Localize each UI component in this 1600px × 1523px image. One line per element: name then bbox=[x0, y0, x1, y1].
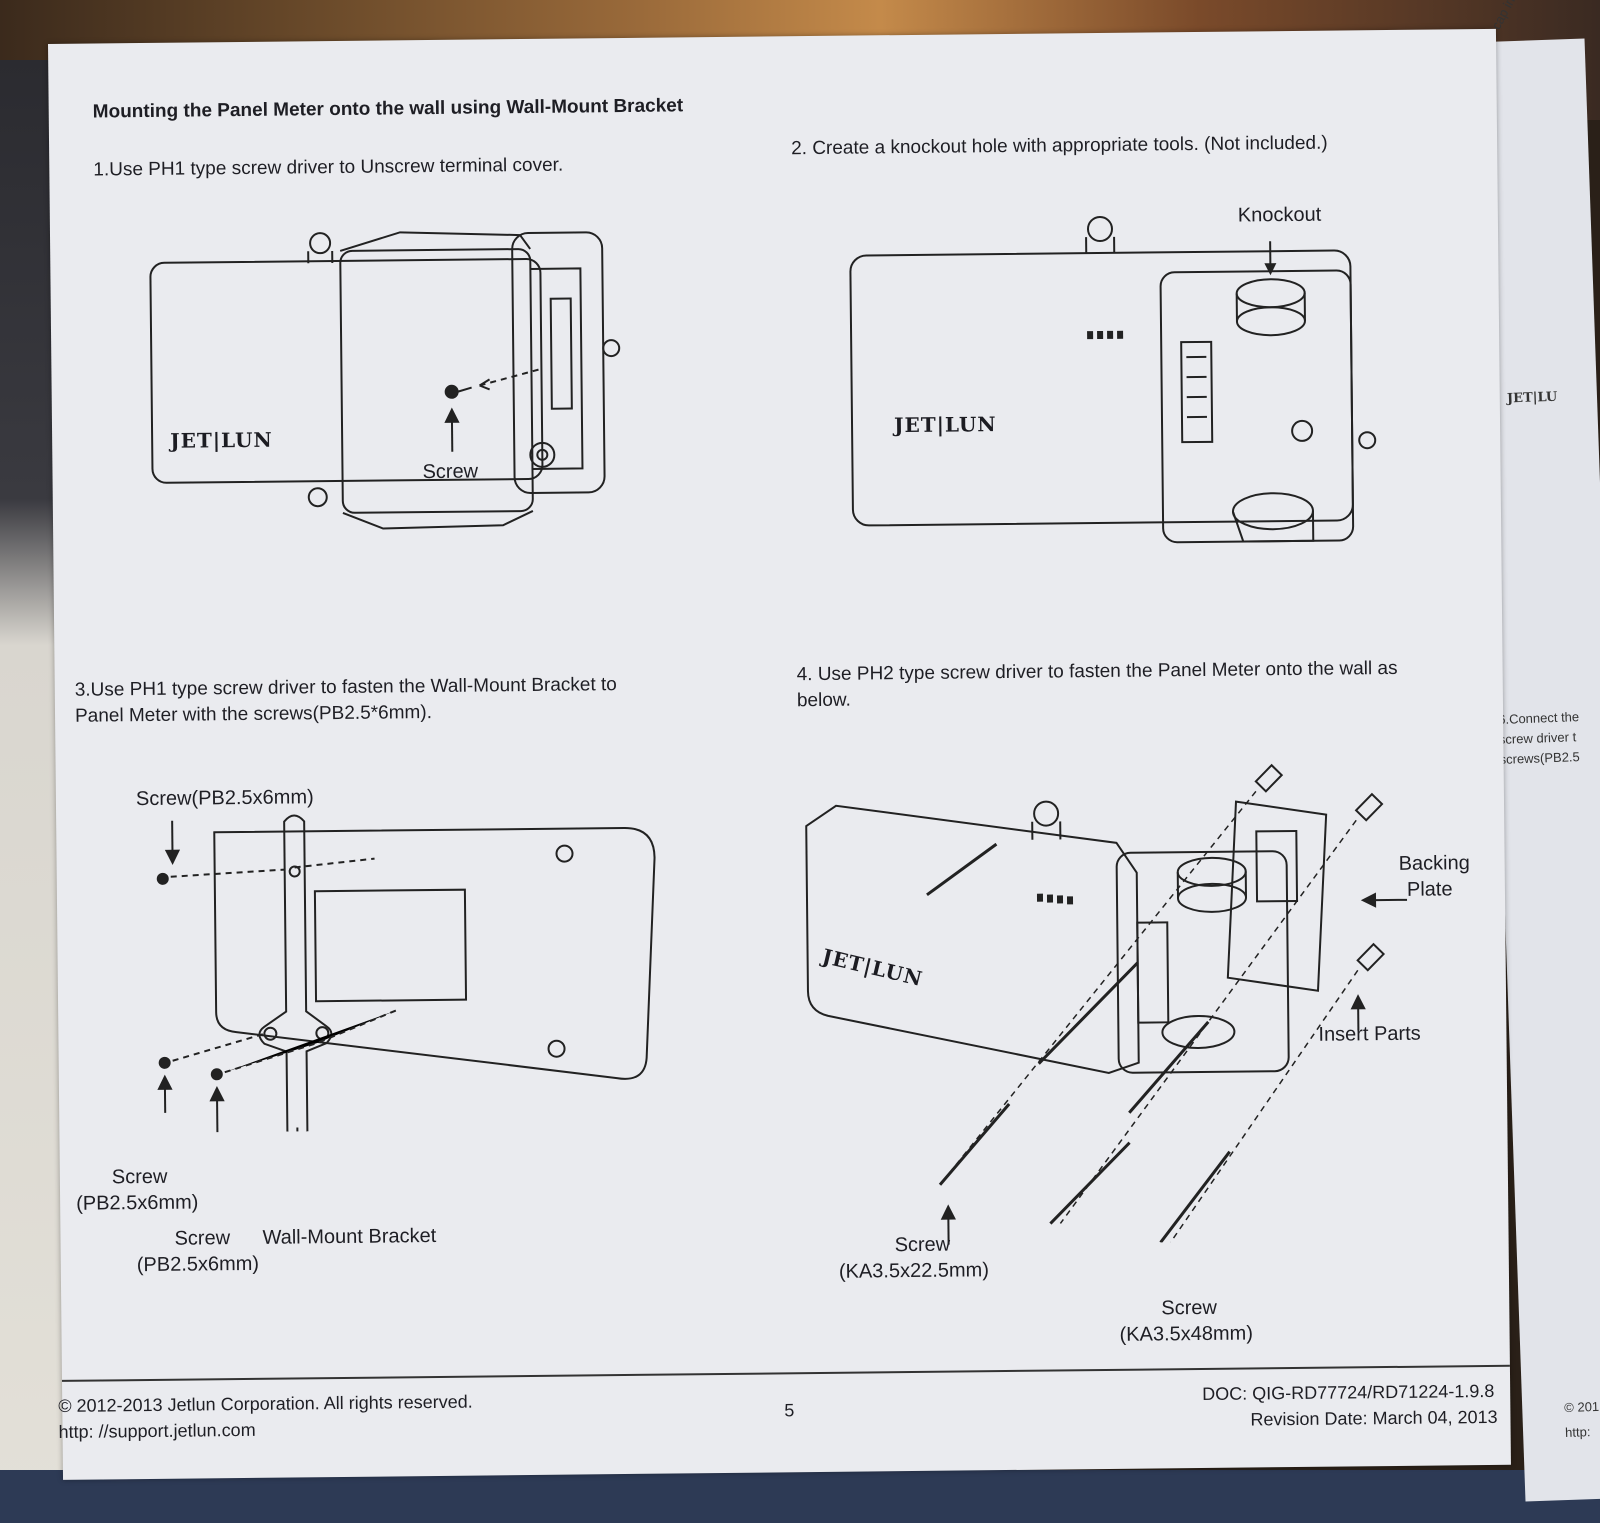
next-page-footer-2: http: bbox=[1564, 1424, 1591, 1441]
label-screw-pb-2-spec: (PB2.5x6mm) bbox=[136, 1252, 260, 1277]
footer-copyright: © 2012-2013 Jetlun Corporation. All righ… bbox=[58, 1391, 473, 1416]
next-page-step6-line1: 6.Connect the bbox=[1497, 709, 1580, 727]
label-screw-pb-1: Screw bbox=[111, 1165, 168, 1189]
brand-text-2: JET|LUN bbox=[893, 412, 997, 438]
diagram-wall-mount-bracket bbox=[144, 808, 667, 1134]
label-screw-ka-short-spec: (KA3.5x22.5mm) bbox=[838, 1259, 990, 1283]
next-page-step6-line3: screws(PB2.5 bbox=[1499, 749, 1581, 767]
footer-revision-date: Revision Date: March 04, 2013 bbox=[1250, 1406, 1498, 1430]
step-4-line-1: 4. Use PH2 type screw driver to fasten t… bbox=[796, 657, 1398, 686]
label-screw-ka-long: Screw bbox=[1161, 1296, 1217, 1320]
diagram-unscrew-cover bbox=[140, 218, 663, 543]
step-3-line-2: Panel Meter with the screws(PB2.5*6mm). bbox=[74, 702, 433, 727]
next-page-footer-1: © 201 bbox=[1563, 1398, 1600, 1416]
background-bottom bbox=[0, 1470, 1600, 1523]
next-page-step6-line2: screw driver t bbox=[1498, 729, 1577, 747]
diagram-wall-mounting bbox=[796, 760, 1421, 1247]
brand-text-1: JET|LUN bbox=[170, 427, 273, 453]
label-screw-ka-long-spec: (KA3.5x48mm) bbox=[1119, 1322, 1254, 1346]
step-1-text: 1.Use PH1 type screw driver to Unscrew t… bbox=[93, 154, 564, 181]
label-screw-pb-2: Screw bbox=[174, 1227, 231, 1250]
step-3-line-1: 3.Use PH1 type screw driver to fasten th… bbox=[74, 674, 617, 701]
label-knockout: Knockout bbox=[1237, 203, 1322, 227]
brand-logo-2: JET|LUN bbox=[894, 412, 997, 437]
label-backing-plate-1: Backing bbox=[1398, 852, 1470, 875]
section-title: Mounting the Panel Meter onto the wall u… bbox=[92, 95, 684, 123]
manual-page: Mounting the Panel Meter onto the wall u… bbox=[48, 28, 1511, 1480]
footer-rule bbox=[61, 1364, 1510, 1382]
label-wall-mount-bracket: Wall-Mount Bracket bbox=[262, 1225, 437, 1249]
label-screw-pb-1-spec: (PB2.5x6mm) bbox=[76, 1191, 199, 1215]
diagram-knockout bbox=[840, 210, 1404, 596]
label-screw-pb-top: Screw(PB2.5x6mm) bbox=[135, 786, 314, 811]
label-screw-ka-short: Screw bbox=[894, 1233, 951, 1257]
brand-logo-1: JET|LUN bbox=[170, 428, 273, 453]
page-number: 5 bbox=[784, 1400, 795, 1421]
footer-url[interactable]: http: //support.jetlun.com bbox=[58, 1419, 256, 1442]
footer-doc-id: DOC: QIG-RD77724/RD71224-1.9.8 bbox=[1202, 1380, 1495, 1404]
label-screw-1: Screw bbox=[422, 460, 479, 484]
step-4-line-2: below. bbox=[796, 689, 851, 712]
next-page-brand: JET|LU bbox=[1506, 389, 1558, 407]
label-backing-plate-2: Plate bbox=[1406, 878, 1453, 901]
step-2-text: 2. Create a knockout hole with appropria… bbox=[791, 132, 1328, 160]
label-insert-parts: Insert Parts bbox=[1318, 1022, 1421, 1046]
